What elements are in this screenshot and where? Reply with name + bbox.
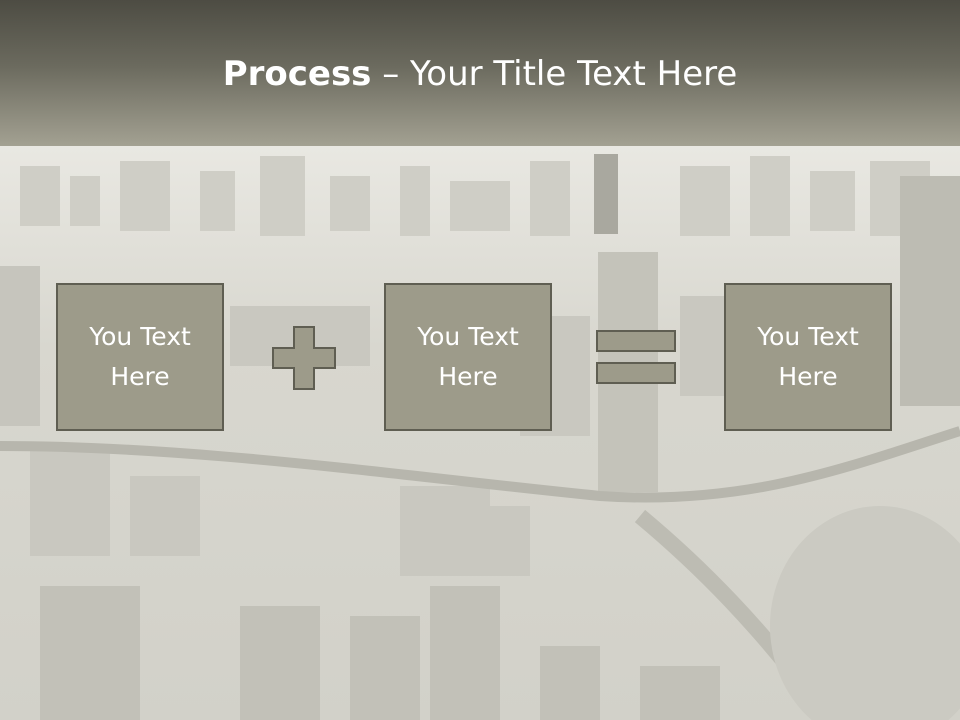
process-box-3-line2: Here [778,362,838,391]
process-box-2-text: You Text Here [398,317,538,397]
process-box-1[interactable]: You Text Here [56,283,224,431]
title-bold: Process [222,54,372,94]
process-box-1-line2: Here [110,362,170,391]
process-box-1-text: You Text Here [70,317,210,397]
city-background-image [0,146,960,720]
process-box-2-line2: Here [438,362,498,391]
process-box-3-text: You Text Here [738,317,878,397]
plus-icon [272,326,336,390]
process-box-3[interactable]: You Text Here [724,283,892,431]
equals-icon [596,330,676,384]
title-bar: Process – Your Title Text Here [0,0,960,146]
slide-title[interactable]: Process – Your Title Text Here [0,52,960,96]
process-box-3-line1: You Text [757,322,859,351]
process-box-1-line1: You Text [89,322,191,351]
process-box-2[interactable]: You Text Here [384,283,552,431]
title-rest: – Your Title Text Here [371,54,738,94]
process-box-2-line1: You Text [417,322,519,351]
